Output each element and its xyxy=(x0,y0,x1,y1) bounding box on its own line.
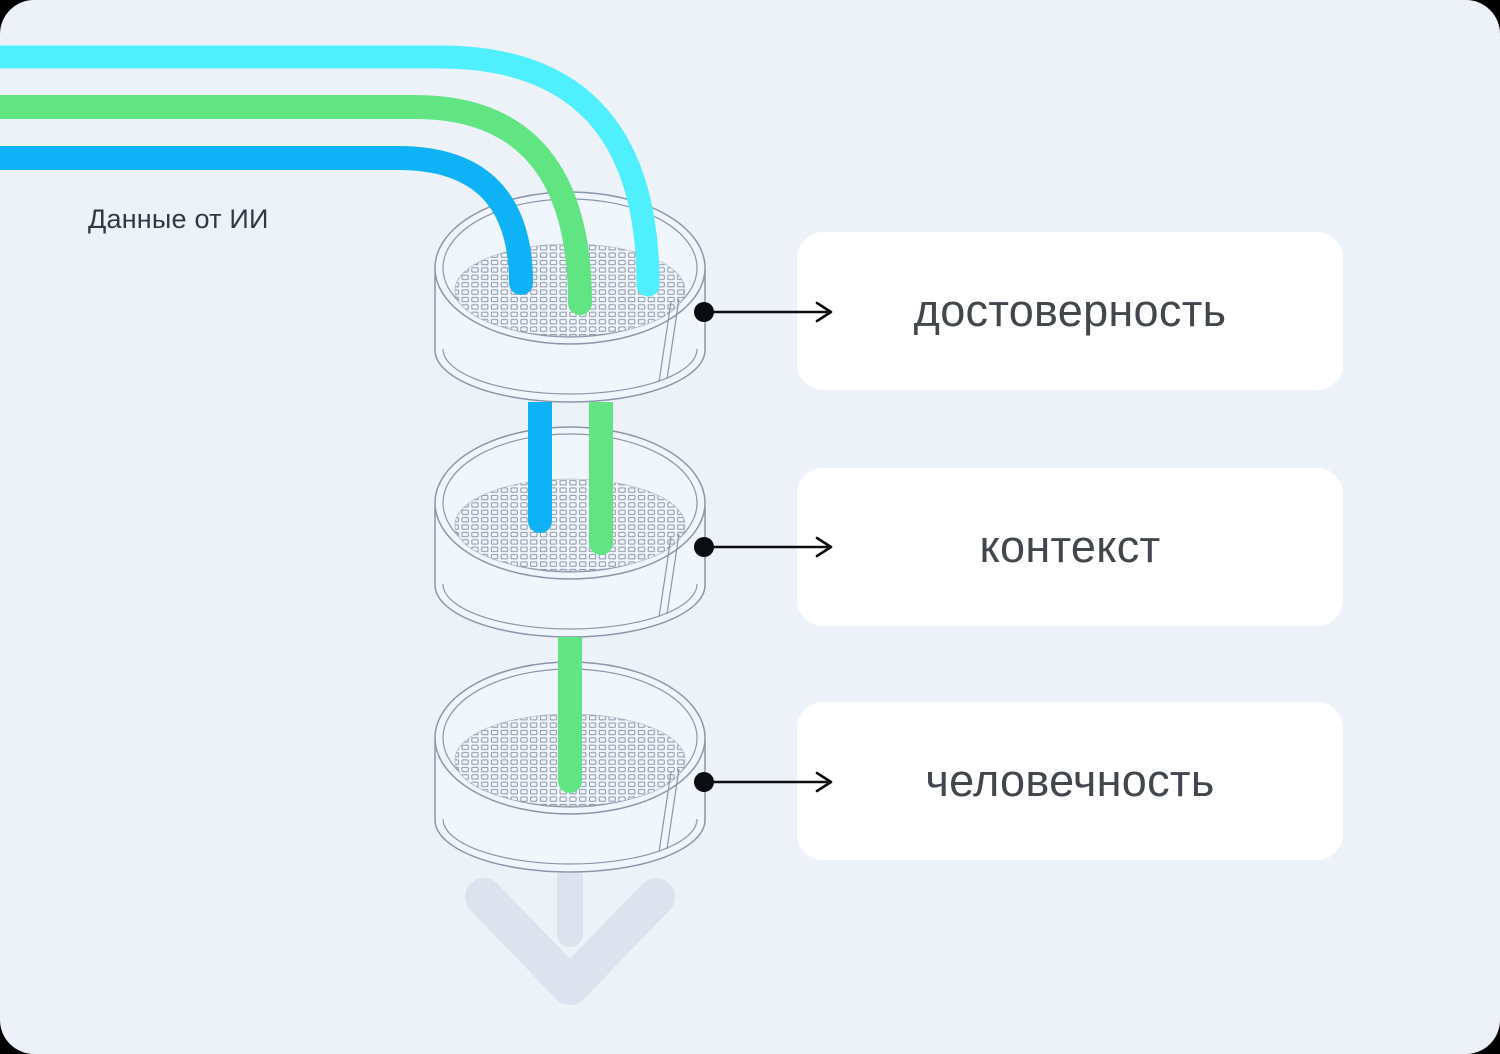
connector-dot xyxy=(694,537,714,557)
sieve-seam xyxy=(658,533,680,618)
connector-dot xyxy=(694,302,714,322)
stream-green xyxy=(0,95,592,315)
filter-card-context-label: контекст xyxy=(979,521,1161,572)
sieve-1 xyxy=(434,191,833,403)
filter-card-context: контекст xyxy=(797,468,1343,626)
filter-card-authenticity: достоверность xyxy=(797,232,1343,390)
stream-cyan xyxy=(0,45,660,297)
filter-card-authenticity-label: достоверность xyxy=(913,285,1227,336)
sieve-3 xyxy=(434,661,833,873)
sieve-seam xyxy=(658,768,680,853)
source-label: Данные от ИИ xyxy=(88,204,269,234)
filtered-stream-stage-3 xyxy=(558,637,582,793)
stream-green-drop xyxy=(589,402,613,555)
filter-card-humanity: человечность xyxy=(797,702,1343,860)
filter-card-humanity-label: человечность xyxy=(925,755,1215,806)
down-arrow-chevron xyxy=(465,878,675,1005)
connector-dot xyxy=(694,772,714,792)
sieve-seam xyxy=(658,298,680,383)
sieve-2 xyxy=(434,426,833,638)
stream-green-final xyxy=(558,637,582,793)
stream-blue-drop xyxy=(528,402,552,533)
filtered-streams-stage-2 xyxy=(528,402,613,555)
down-arrow-watermark xyxy=(465,864,675,1005)
ai-data-streams xyxy=(0,45,660,315)
